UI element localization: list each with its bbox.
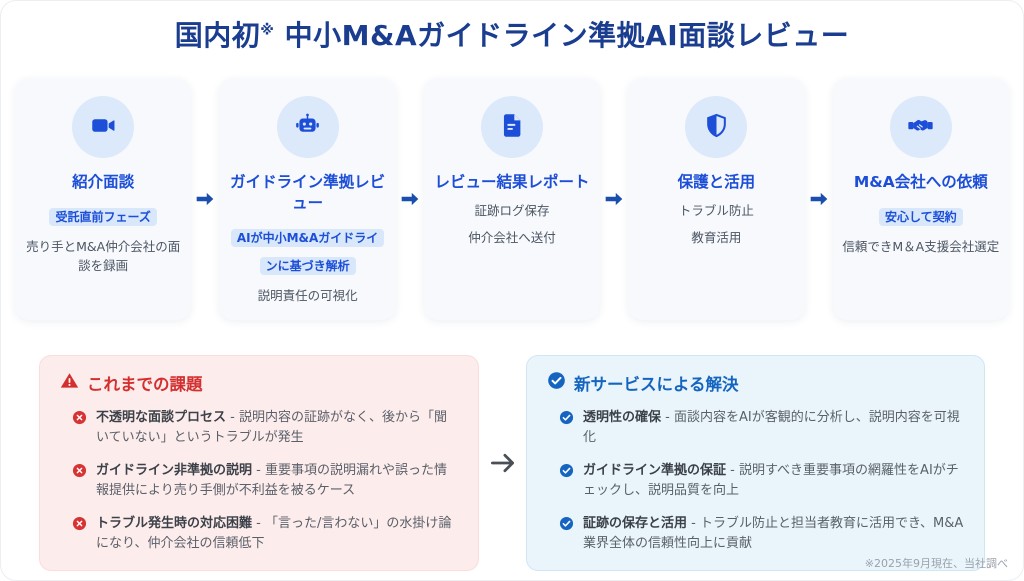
step-badge: 受託直前フェーズ [49, 207, 157, 226]
problem-item: 不透明な面談プロセス - 説明内容の証跡がなく、後から「聞いていない」というトラ… [60, 408, 458, 448]
check-circle-icon [559, 463, 574, 485]
solution-item-lead: 透明性の確保 [583, 409, 662, 425]
problem-item-desc: - 説明内容の証跡がなく、後から「聞いていない」というトラブルが発生 [96, 409, 447, 445]
step-description: 仲介会社へ送付 [468, 229, 556, 245]
problem-item-desc: - 重要事項の説明漏れや誤った情報提供により売り手側が不利益を被るケース [96, 462, 447, 499]
reference-mark: ※ [260, 22, 275, 39]
solution-item: ガイドライン準拠の保証 - 説明すべき重要事項の網羅性をAIがチェックし、説明品… [547, 461, 964, 501]
comparison-section: これまでの課題 不透明な面談プロセス - 説明内容の証跡がなく、後から「聞いてい… [39, 354, 985, 572]
page-title-rest: 中小M&Aガイドライン準拠AI面談レビュー [274, 19, 850, 52]
step-card-report: レビュー結果レポート 証跡ログ保存 仲介会社へ送付 [423, 78, 601, 320]
arrow-right-icon [479, 355, 526, 572]
step-description: 説明責任の可視化 [257, 287, 358, 303]
icon-circle [481, 96, 543, 158]
solution-item: 透明性の確保 - 面談内容をAIが客観的に分析し、説明内容を可視化 [547, 408, 964, 448]
solution-item: 証跡の保存と活用 - トラブル防止と担当者教育に活用でき、M&A業界全体の信頼性… [547, 514, 964, 554]
handshake-icon [907, 112, 934, 143]
problem-item: ガイドライン非準拠の説明 - 重要事項の説明漏れや誤った情報提供により売り手側が… [60, 461, 458, 501]
icon-circle [889, 96, 952, 158]
warning-triangle-icon [60, 371, 79, 394]
step-card-interview: 紹介面談 受託直前フェーズ 売り手とM&A仲介会社の面談を録画 [14, 78, 192, 320]
icon-circle [72, 96, 135, 158]
step-description: 証跡ログ保存 [474, 202, 550, 218]
solutions-panel-title: 新サービスによる解決 [574, 374, 739, 394]
problem-item: トラブル発生時の対応困難 - 「言った/言わない」の水掛け論になり、仲介会社の信… [60, 514, 458, 554]
page-title: 国内初※ 中小M&Aガイドライン準拠AI面談レビュー [1, 14, 1023, 54]
arrow-right-icon [805, 78, 833, 320]
solution-item-lead: ガイドライン準拠の保証 [583, 462, 727, 478]
solution-item-desc: - 面談内容をAIが客観的に分析し、説明内容を可視化 [583, 409, 960, 445]
icon-circle [276, 96, 339, 158]
problems-panel-title: これまでの課題 [87, 374, 203, 394]
icon-circle [685, 96, 748, 158]
problem-item-desc: - 「言った/言わない」の水掛け論になり、仲介会社の信頼低下 [96, 516, 452, 552]
step-description: 信頼できM＆A支援会社選定 [842, 238, 1000, 254]
arrow-right-icon [396, 78, 424, 320]
step-title: ガイドライン準拠レビュー [230, 173, 386, 212]
check-circle-icon [559, 516, 574, 538]
problem-item-lead: 不透明な面談プロセス [96, 409, 227, 425]
robot-icon [294, 112, 321, 143]
footnote: ※2025年9月現在、当社調べ [864, 557, 1008, 570]
step-description: 教育活用 [691, 229, 742, 245]
step-card-request-ma-company: M&A会社への依頼 安心して契約 信頼できM＆A支援会社選定 [832, 78, 1010, 320]
solutions-panel: 新サービスによる解決 透明性の確保 - 面談内容をAIが客観的に分析し、説明内容… [526, 354, 985, 572]
step-title: 保護と活用 [677, 173, 756, 191]
step-description: 売り手とM&A仲介会社の面談を録画 [26, 238, 181, 273]
step-title: M&A会社への依頼 [853, 173, 988, 191]
step-badge: AIが中小M&Aガイドラインに基づき解析 [230, 228, 385, 275]
page-title-prefix: 国内初 [174, 19, 261, 52]
video-camera-icon [90, 112, 117, 143]
check-circle-icon [547, 371, 566, 394]
problem-item-lead: ガイドライン非準拠の説明 [96, 462, 253, 478]
step-badge: 安心して契約 [878, 207, 963, 226]
check-circle-icon [559, 410, 574, 432]
shield-icon [703, 112, 730, 143]
process-steps-row: 紹介面談 受託直前フェーズ 売り手とM&A仲介会社の面談を録画 [1, 78, 1023, 320]
solution-item-desc: - トラブル防止と担当者教育に活用でき、M&A業界全体の信頼性向上に貢献 [583, 516, 964, 552]
step-card-protect-use: 保護と活用 トラブル防止 教育活用 [628, 78, 805, 320]
x-circle-icon [72, 463, 87, 485]
solution-item-lead: 証跡の保存と活用 [583, 516, 688, 532]
problems-panel: これまでの課題 不透明な面談プロセス - 説明内容の証跡がなく、後から「聞いてい… [39, 354, 479, 572]
step-description: トラブル防止 [678, 202, 754, 218]
report-document-icon [499, 112, 526, 143]
step-title: レビュー結果レポート [434, 173, 590, 191]
step-card-guideline-review: ガイドライン準拠レビュー AIが中小M&Aガイドラインに基づき解析 説明責任の可… [219, 78, 396, 320]
arrow-right-icon [191, 78, 219, 320]
arrow-right-icon [600, 78, 628, 320]
x-circle-icon [72, 516, 87, 538]
solution-item-desc: - 説明すべき重要事項の網羅性をAIがチェックし、説明品質を向上 [583, 462, 959, 499]
problem-item-lead: トラブル発生時の対応困難 [96, 516, 253, 532]
step-title: 紹介面談 [72, 173, 135, 191]
x-circle-icon [72, 410, 87, 432]
